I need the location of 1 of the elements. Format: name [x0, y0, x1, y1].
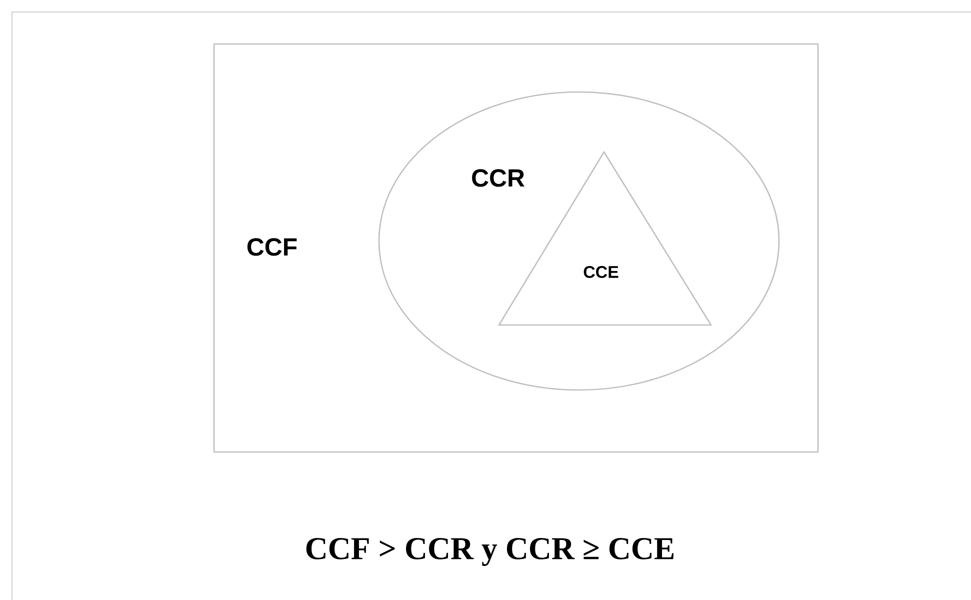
caption: CCF > CCR y CCR ≥ CCE — [306, 538, 674, 566]
